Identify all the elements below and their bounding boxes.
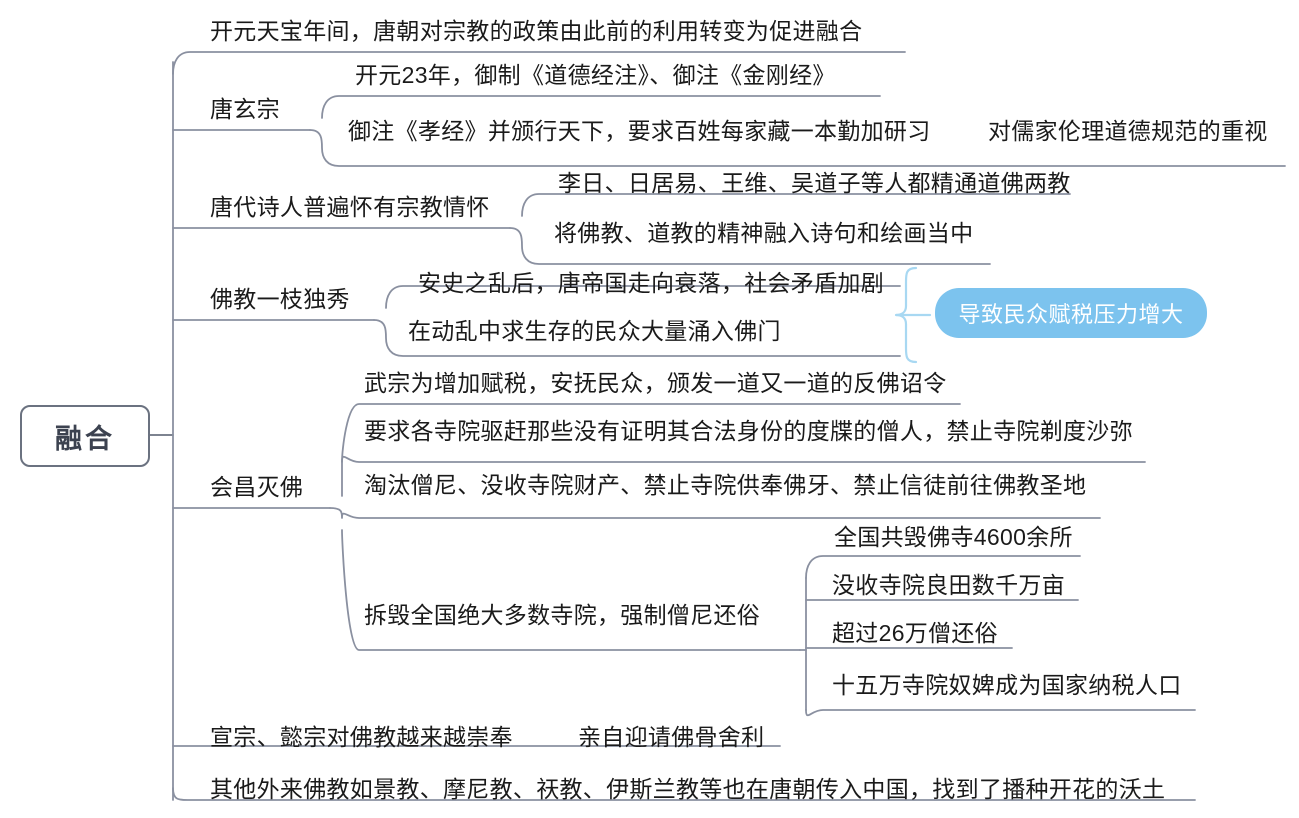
branch-5-child-4-sub-2[interactable]: 没收寺院良田数千万亩: [832, 572, 1065, 598]
root-node[interactable]: 融合: [20, 405, 150, 467]
branch-3-label[interactable]: 唐代诗人普遍怀有宗教情怀: [210, 194, 490, 220]
branch-2-child-1[interactable]: 开元23年，御制《道德经注》、御注《金刚经》: [355, 62, 836, 88]
branch-2-label[interactable]: 唐玄宗: [210, 96, 280, 122]
branch-5-label[interactable]: 会昌灭佛: [210, 474, 304, 500]
branch-3-child-2[interactable]: 将佛教、道教的精神融入诗句和绘画当中: [554, 220, 974, 246]
branch-4-child-2[interactable]: 在动乱中求生存的民众大量涌入佛门: [408, 318, 781, 344]
branch-2-aside[interactable]: 对儒家伦理道德规范的重视: [988, 118, 1268, 144]
branch-6-label[interactable]: 宣宗、懿宗对佛教越来越崇奉: [210, 724, 513, 750]
branch-5-child-4-sub-4[interactable]: 十五万寺院奴婢成为国家纳税人口: [832, 672, 1182, 698]
branch-2-child-2[interactable]: 御注《孝经》并颁行天下，要求百姓每家藏一本勤加研习: [348, 118, 931, 144]
branch-5-child-4-sub-1[interactable]: 全国共毁佛寺4600余所: [834, 524, 1073, 550]
branch-5-child-4[interactable]: 拆毁全国绝大多数寺院，强制僧尼还俗: [364, 602, 761, 628]
branch-4-label[interactable]: 佛教一枝独秀: [210, 286, 350, 312]
callout-badge[interactable]: 导致民众赋税压力增大: [935, 288, 1207, 338]
root-node-label: 融合: [55, 423, 115, 454]
branch-5-child-1[interactable]: 武宗为增加赋税，安抚民众，颁发一道又一道的反佛诏令: [364, 370, 947, 396]
branch-5-child-3[interactable]: 淘汰僧尼、没收寺院财产、禁止寺院供奉佛牙、禁止信徒前往佛教圣地: [364, 472, 1087, 498]
brace-icon: [894, 266, 932, 364]
branch-6-aside[interactable]: 亲自迎请佛骨舍利: [578, 724, 765, 750]
branch-3-child-1[interactable]: 李日、日居易、王维、吴道子等人都精通道佛两教: [558, 170, 1071, 196]
branch-7-label[interactable]: 其他外来佛教如景教、摩尼教、祆教、伊斯兰教等也在唐朝传入中国，找到了播种开花的沃…: [210, 776, 1166, 802]
branch-5-child-2[interactable]: 要求各寺院驱赶那些没有证明其合法身份的度牒的僧人，禁止寺院剃度沙弥: [364, 418, 1133, 444]
branch-4-child-1[interactable]: 安史之乱后，唐帝国走向衰落，社会矛盾加剧: [418, 270, 884, 296]
callout-badge-label: 导致民众赋税压力增大: [958, 302, 1184, 327]
branch-1-label[interactable]: 开元天宝年间，唐朝对宗教的政策由此前的利用转变为促进融合: [210, 18, 863, 44]
branch-5-child-4-sub-3[interactable]: 超过26万僧还俗: [832, 620, 998, 646]
